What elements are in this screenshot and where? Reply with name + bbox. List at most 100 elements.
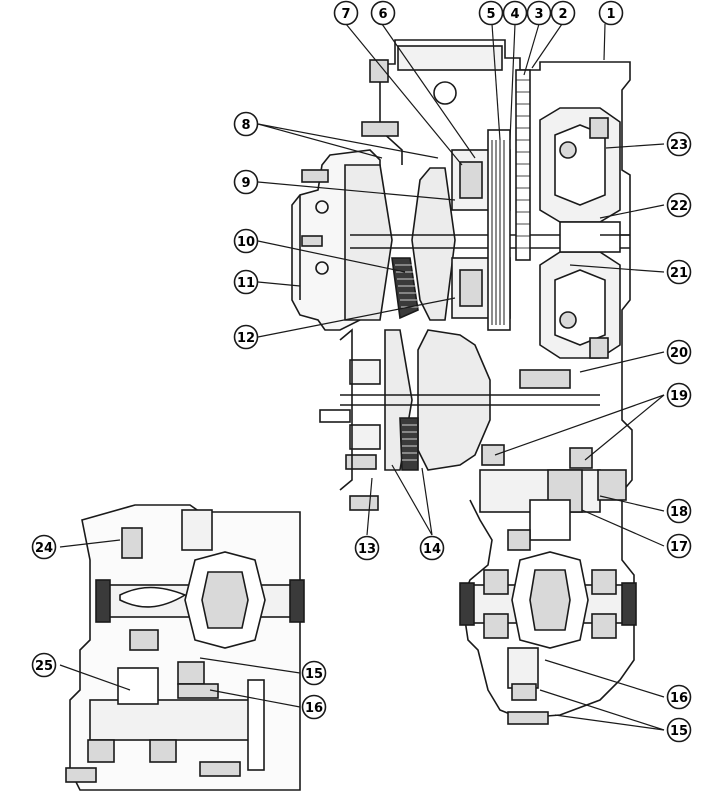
svg-text:3: 3 (534, 7, 543, 22)
reduction-drive-gear (519, 369, 571, 389)
inset-bolt-16 (177, 683, 219, 699)
leader-11 (257, 281, 301, 287)
cover-bolt-2 (315, 261, 329, 275)
callout-7: 7 (333, 0, 359, 26)
svg-text:9: 9 (241, 176, 250, 191)
inset-seal-right (289, 579, 305, 623)
diff-bearing-left-upper (483, 569, 509, 595)
diff-bearing-right-lower (591, 613, 617, 639)
callout-2: 2 (550, 0, 576, 26)
upper-left-bolt (369, 59, 389, 83)
callout-13: 13 (354, 535, 380, 561)
parking-pawl (319, 409, 351, 423)
inset-diff-flange (119, 586, 187, 608)
lower-left-case (339, 328, 353, 491)
main-transaxle-assembly (291, 39, 637, 725)
cover-bolt-3 (301, 169, 329, 183)
leader-7 (345, 23, 463, 166)
secondary-bearing-upper (349, 359, 381, 385)
leader-14a (391, 464, 433, 536)
leader-16a (209, 689, 301, 708)
svg-text:22: 22 (670, 199, 688, 214)
primary-pulley-fixed-sheave (344, 164, 393, 321)
leader-2 (531, 23, 563, 69)
callout-5: 5 (478, 0, 504, 26)
callout-16-inset: 16 (301, 694, 327, 720)
belt-lower-hatching (402, 424, 417, 461)
stator-lower (559, 311, 577, 329)
clutch-drum (487, 129, 511, 331)
callout-14: 14 (419, 535, 445, 561)
inset-bolt-mid (129, 629, 159, 651)
case-bolt-mid (507, 529, 531, 551)
idler-bearing (597, 469, 627, 501)
callout-21: 21 (666, 259, 692, 285)
callout-6: 6 (370, 0, 396, 26)
svg-text:24: 24 (35, 541, 53, 556)
svg-text:16: 16 (305, 701, 323, 716)
callout-8: 8 (233, 111, 259, 137)
inset-seal-left (95, 579, 111, 623)
secondary-pulley-movable-sheave (417, 329, 491, 471)
left-upper-case (379, 64, 403, 165)
stator-upper (559, 141, 577, 159)
callout-15-main: 15 (666, 717, 692, 743)
svg-text:1: 1 (606, 7, 615, 22)
top-housing-block (397, 45, 503, 71)
leader-15a (199, 657, 301, 674)
lower-case-bolt-1 (345, 454, 377, 470)
svg-text:17: 17 (670, 540, 688, 555)
diff-bearing-right-upper (591, 569, 617, 595)
drain-plug (511, 683, 537, 701)
drive-belt-upper (391, 257, 419, 320)
leader-1 (603, 23, 606, 61)
svg-text:8: 8 (241, 118, 250, 133)
svg-text:25: 25 (35, 659, 53, 674)
svg-text:20: 20 (670, 346, 688, 361)
leader-18 (599, 495, 665, 512)
case-bolt-19b (569, 447, 593, 469)
svg-text:12: 12 (237, 331, 255, 346)
inset-breather (121, 527, 143, 559)
primary-pulley-movable-sheave (411, 167, 456, 321)
leader-4 (509, 23, 516, 141)
leader-25 (59, 664, 131, 691)
callout-18: 18 (666, 498, 692, 524)
leader-15b2 (554, 714, 665, 731)
leader-22 (599, 204, 665, 219)
inset-lower-shaft (89, 699, 261, 741)
leader-24 (59, 539, 121, 548)
callout-9: 9 (233, 169, 259, 195)
diff-side-gears-main (529, 569, 571, 631)
turbine-lower (554, 269, 606, 346)
clutch-plates (491, 140, 505, 325)
inset-right-cover (247, 679, 265, 771)
leader-13 (366, 477, 373, 536)
callout-16-main: 16 (666, 684, 692, 710)
callout-15-inset: 15 (301, 660, 327, 686)
leader-3 (523, 23, 540, 76)
svg-text:16: 16 (670, 691, 688, 706)
lower-case-bolt-2 (349, 495, 379, 511)
callout-1: 1 (598, 0, 624, 26)
callout-11: 11 (233, 269, 259, 295)
secondary-bearing-lower (349, 424, 381, 450)
diff-seal-right (621, 582, 637, 626)
callout-22: 22 (666, 192, 692, 218)
leader-9 (257, 181, 456, 201)
case-outline-top (378, 39, 604, 71)
callout-12: 12 (233, 324, 259, 350)
callout-10: 10 (233, 228, 259, 254)
case-bolt-19a (481, 444, 505, 466)
leader-6 (381, 23, 476, 159)
diff-seal-left (459, 582, 475, 626)
inset-upper-bolt (181, 509, 213, 551)
callout-labels: 1 2 3 4 5 6 7 8 9 10 11 12 13 14 15 15 1… (31, 0, 692, 743)
svg-text:21: 21 (670, 266, 688, 281)
svg-text:13: 13 (358, 542, 376, 557)
callout-4: 4 (502, 0, 528, 26)
callout-19: 19 (666, 382, 692, 408)
planet-pinion-lower (459, 269, 483, 307)
svg-text:6: 6 (378, 7, 387, 22)
